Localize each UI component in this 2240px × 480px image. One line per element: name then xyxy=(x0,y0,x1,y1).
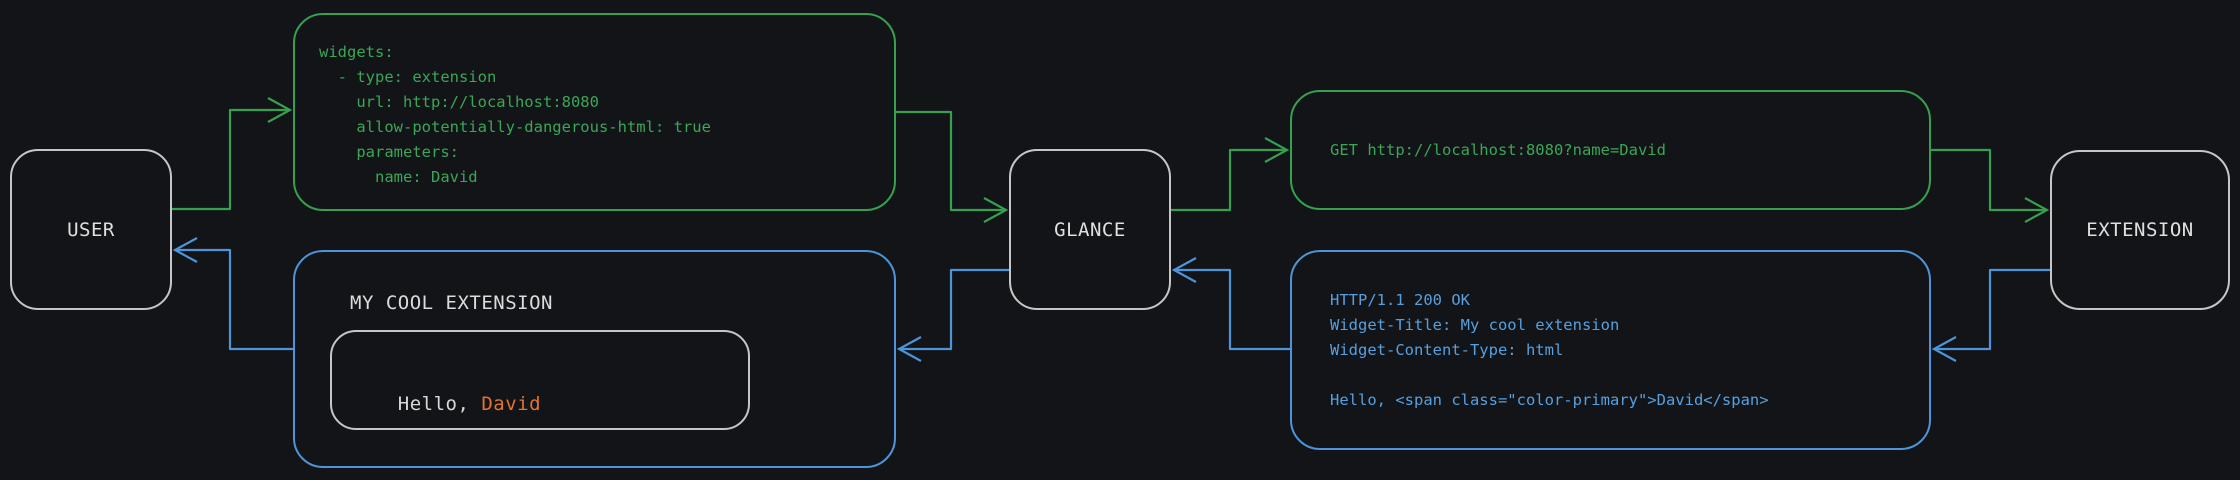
arrow-extension-to-response xyxy=(1931,268,2050,362)
yaml-config-box xyxy=(293,13,896,211)
node-glance: GLANCE xyxy=(1009,149,1171,310)
node-extension: EXTENSION xyxy=(2050,150,2230,310)
arrow-config-to-glance xyxy=(896,110,1009,223)
node-user-label: USER xyxy=(67,218,115,241)
arrow-user-to-config xyxy=(172,97,293,211)
widget-hello-line: Hello, David xyxy=(350,368,541,440)
hello-prefix-text: Hello, xyxy=(397,393,482,415)
arrow-glance-to-request xyxy=(1171,137,1290,212)
http-response-box xyxy=(1290,250,1931,450)
node-glance-label: GLANCE xyxy=(1054,218,1126,241)
arrow-widget-to-user xyxy=(172,237,293,351)
http-response-line: Hello, <span class="color-primary">David… xyxy=(1330,391,1769,409)
yaml-line: allow-potentially-dangerous-html: true xyxy=(319,118,711,136)
http-request-line: GET http://localhost:8080?name=David xyxy=(1330,141,1666,159)
widget-preview-title: MY COOL EXTENSION xyxy=(350,292,553,314)
yaml-line: - type: extension xyxy=(319,68,497,86)
hello-name-text: David xyxy=(481,393,542,415)
arrow-request-to-extension xyxy=(1931,148,2050,223)
yaml-line: url: http://localhost:8080 xyxy=(319,93,599,111)
widget-preview-box xyxy=(293,250,896,468)
yaml-line: widgets: xyxy=(319,43,394,61)
http-request-code: GET http://localhost:8080?name=David xyxy=(1330,138,1666,163)
yaml-config-code: widgets: - type: extension url: http://l… xyxy=(319,40,711,190)
arrow-glance-to-widget xyxy=(896,268,1009,362)
http-response-line: HTTP/1.1 200 OK xyxy=(1330,291,1470,309)
http-response-line: Widget-Content-Type: html xyxy=(1330,341,1564,359)
http-request-box xyxy=(1290,90,1931,210)
yaml-line: name: David xyxy=(319,168,478,186)
http-response-code: HTTP/1.1 200 OK Widget-Title: My cool ex… xyxy=(1330,288,1769,413)
node-extension-label: EXTENSION xyxy=(2086,219,2194,241)
arrow-response-to-glance xyxy=(1171,257,1290,351)
http-response-line: Widget-Title: My cool extension xyxy=(1330,316,1620,334)
widget-hello-box xyxy=(330,330,750,430)
node-user: USER xyxy=(10,149,172,310)
yaml-line: parameters: xyxy=(319,143,459,161)
http-response-line xyxy=(1330,363,1769,388)
